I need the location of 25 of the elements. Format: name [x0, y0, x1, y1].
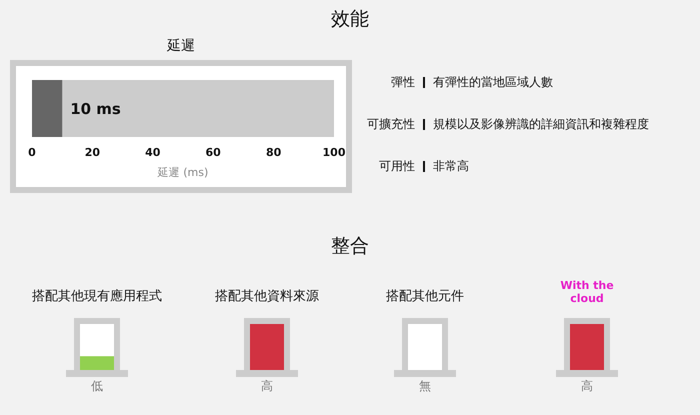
property-value: 非常高: [433, 158, 469, 175]
property-name: 可擴充性: [367, 116, 415, 133]
section-title: 整合: [331, 234, 369, 259]
tick-label: 60: [206, 146, 221, 159]
tick-label: 0: [28, 146, 36, 159]
chart-title: 延遲: [167, 37, 195, 55]
gauge-heading: 搭配其他資料來源: [215, 288, 319, 305]
property-value: 規模以及影像辨識的詳細資訊和複雜程度: [433, 116, 649, 133]
property-name: 可用性: [379, 158, 415, 175]
level-label: 低: [91, 378, 103, 395]
property-value: 有彈性的當地區域人數: [433, 74, 553, 91]
level-label: 高: [261, 378, 273, 395]
level-label: 高: [581, 378, 593, 395]
value-label: 10 ms: [70, 100, 121, 118]
tick-label: 80: [266, 146, 282, 159]
axis-title: 延遲 (ms): [158, 165, 208, 180]
tick-label: 100: [322, 146, 346, 159]
gauge-heading: With the cloud: [559, 279, 615, 305]
tick-label: 40: [145, 146, 160, 159]
property-name: 彈性: [391, 74, 415, 91]
tick-label: 20: [84, 146, 100, 159]
gauge-heading: 搭配其他現有應用程式: [32, 288, 162, 305]
gauge-heading: 搭配其他元件: [386, 288, 464, 305]
level-label: 無: [419, 378, 431, 395]
page-title: 效能: [331, 7, 369, 32]
